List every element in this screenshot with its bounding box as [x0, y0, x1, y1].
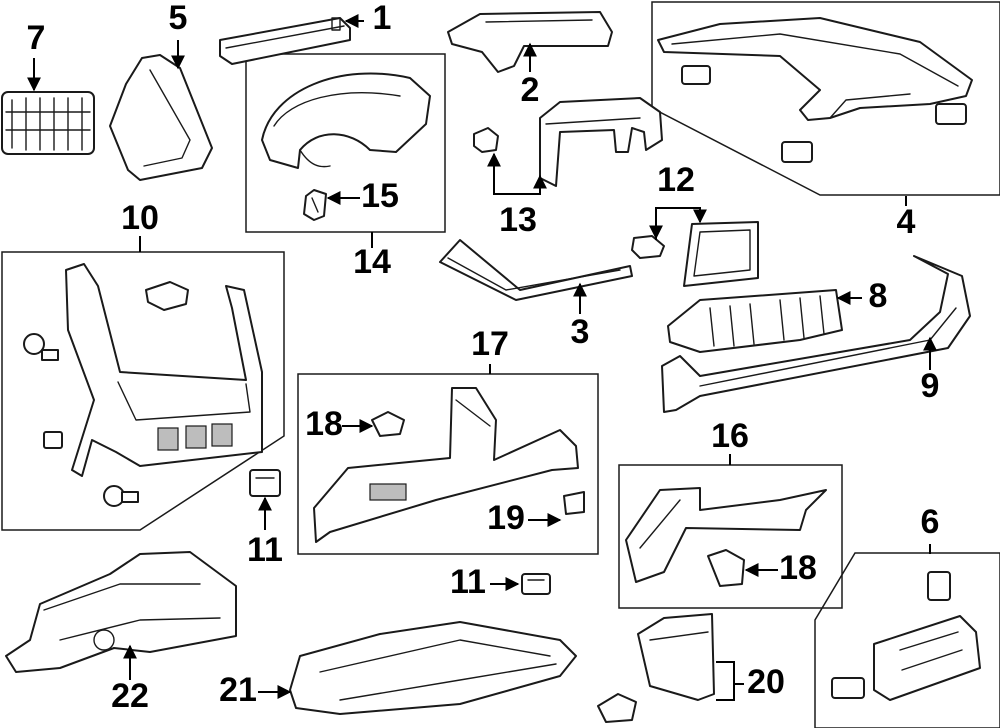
callout-13: 13 — [499, 201, 537, 239]
part-11-clip-a — [249, 469, 281, 497]
callout-2: 2 — [521, 71, 540, 109]
part-14-cluster-hood — [261, 72, 431, 169]
callout-15: 15 — [361, 177, 399, 215]
part-1-trim-bar — [219, 17, 351, 65]
callout-22: 22 — [111, 677, 149, 715]
group-box-14 — [245, 53, 446, 233]
callout-18b: 18 — [779, 549, 817, 587]
callout-14: 14 — [353, 243, 391, 281]
callout-5: 5 — [169, 0, 188, 37]
part-22-glove-frame — [5, 551, 237, 673]
callout-6: 6 — [921, 503, 940, 541]
leader-20 — [716, 661, 735, 701]
callout-3: 3 — [571, 313, 590, 351]
part-16-knee-panel — [625, 487, 827, 587]
callout-19: 19 — [487, 499, 525, 537]
callout-9: 9 — [921, 367, 940, 405]
part-8-center-vent — [667, 289, 843, 353]
callout-1: 1 — [373, 0, 392, 37]
group-box-4 — [651, 1, 1000, 196]
callout-18a: 18 — [305, 405, 343, 443]
callout-16: 16 — [711, 417, 749, 455]
part-11-clip-b — [521, 573, 551, 595]
callout-17: 17 — [471, 325, 509, 363]
group-box-17 — [297, 373, 599, 555]
group-box-6 — [814, 552, 1000, 728]
group-box-10 — [1, 251, 285, 531]
callout-labels: 1 2 3 4 5 6 7 8 9 10 11 11 12 13 14 15 1… — [27, 0, 940, 715]
callout-11a: 11 — [247, 531, 283, 569]
callout-8: 8 — [869, 277, 888, 315]
callout-12: 12 — [657, 161, 695, 199]
leader-13 — [493, 158, 541, 195]
callout-20: 20 — [747, 663, 785, 701]
callout-4: 4 — [897, 203, 916, 241]
part-4-upper-pad — [657, 17, 973, 163]
leader-lines — [27, 14, 937, 701]
part-21-under-cover — [289, 621, 577, 715]
part-15-clip — [303, 189, 327, 221]
part-7-vent — [1, 91, 95, 155]
part-12-display — [631, 221, 759, 287]
part-20-cover — [597, 613, 715, 723]
part-6-switch — [831, 571, 981, 701]
callout-10: 10 — [121, 199, 159, 237]
callout-11b: 11 — [450, 563, 486, 601]
part-13-bracket-frame — [473, 97, 663, 187]
part-10-center-bezel — [23, 263, 263, 507]
part-5-side-panel — [109, 54, 213, 181]
callout-7: 7 — [27, 19, 46, 57]
part-17-lower-panel — [313, 387, 585, 543]
part-3-strip — [439, 239, 633, 301]
callout-21: 21 — [219, 671, 257, 709]
